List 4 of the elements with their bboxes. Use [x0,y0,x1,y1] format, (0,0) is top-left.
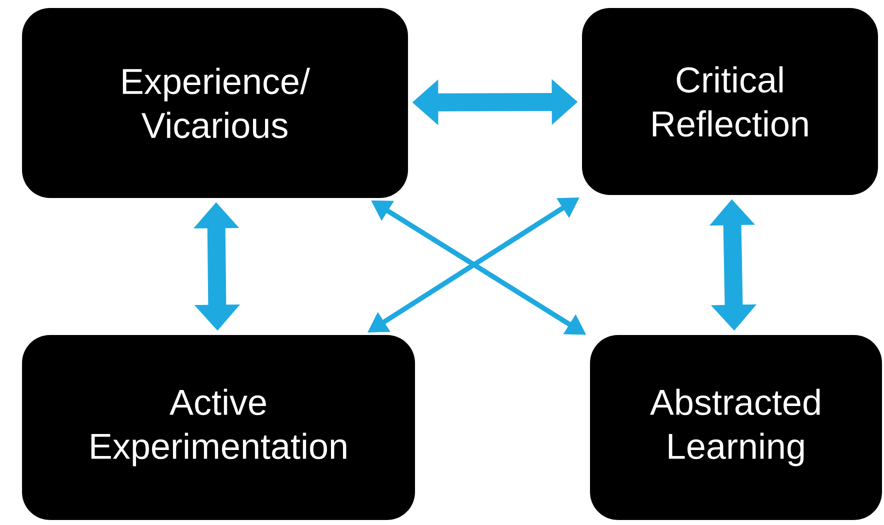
process-box: Abstracted Learning [590,334,882,520]
process-box: Experience/ Vicarious [22,8,408,198]
process-box: Critical Reflection [582,8,878,195]
process-box: Active Experimentation [22,334,415,520]
